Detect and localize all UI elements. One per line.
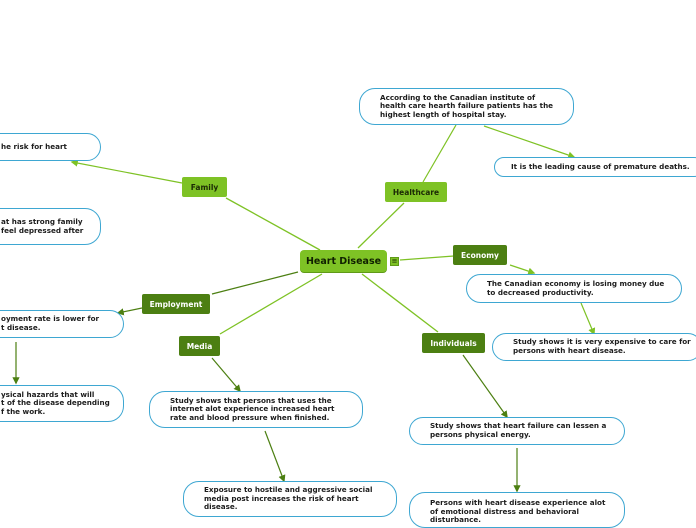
topic-employment[interactable]: Employment xyxy=(142,294,210,314)
subtopic-economy-expensive[interactable]: Study shows it is very expensive to care… xyxy=(492,333,696,361)
topic-healthcare[interactable]: Healthcare xyxy=(385,182,447,202)
edge-media-leaf2 xyxy=(264,430,286,483)
edge-economy-leaf1 xyxy=(509,264,536,275)
edge-center-media xyxy=(219,273,323,335)
edge-family-leaf1 xyxy=(70,159,183,184)
subtopic-text: Study shows it is very expensive to care… xyxy=(513,337,691,355)
edge-employment-leaf1 xyxy=(116,307,143,316)
subtopic-text: Study shows that persons that uses the i… xyxy=(170,395,335,422)
subtopic-media-hostile-posts[interactable]: Exposure to hostile and aggressive socia… xyxy=(183,481,397,517)
subtopic-individuals-energy[interactable]: Study shows that heart failure can lesse… xyxy=(409,417,625,445)
subtopic-media-internet[interactable]: Study shows that persons that uses the i… xyxy=(149,391,363,428)
subtopic-economy-productivity[interactable]: The Canadian economy is losing money due… xyxy=(466,274,682,303)
topic-economy[interactable]: Economy xyxy=(453,245,507,265)
subtopic-text: It is the leading cause of premature dea… xyxy=(511,161,690,171)
edge-healthcare-leaf2 xyxy=(483,125,576,159)
topic-individuals[interactable]: Individuals xyxy=(422,333,485,353)
subtopic-family-risk[interactable]: he risk for heart xyxy=(0,133,101,161)
edge-center-individuals xyxy=(361,273,439,333)
edge-center-economy xyxy=(399,255,455,261)
edge-center-healthcare xyxy=(357,202,405,249)
subtopic-text: The Canadian economy is losing money due… xyxy=(487,278,665,297)
subtopic-individuals-distress[interactable]: Persons with heart disease experience al… xyxy=(409,492,625,528)
subtopic-text: Persons with heart disease experience al… xyxy=(430,498,606,525)
subtopic-text: he risk for heart xyxy=(1,141,67,151)
subtopic-family-depressed[interactable]: at has strong family feel depressed afte… xyxy=(0,208,101,245)
topic-media[interactable]: Media xyxy=(179,336,220,356)
subtopic-healthcare-hospital-stay[interactable]: According to the Canadian institute of h… xyxy=(359,88,574,125)
central-topic[interactable]: Heart Disease xyxy=(300,250,387,272)
edge-individuals-leaf1 xyxy=(462,354,508,419)
subtopic-healthcare-premature-deaths[interactable]: It is the leading cause of premature dea… xyxy=(494,157,696,177)
subtopic-text: ysical hazards that will t of the diseas… xyxy=(1,389,110,416)
subtopic-employment-hazards[interactable]: ysical hazards that will t of the diseas… xyxy=(0,385,124,422)
edge-center-family xyxy=(225,197,321,251)
collapse-icon[interactable]: ≡ xyxy=(390,257,399,266)
edge-economy-leaf2 xyxy=(580,302,596,336)
subtopic-text: According to the Canadian institute of h… xyxy=(380,92,554,119)
topic-family[interactable]: Family xyxy=(182,177,227,197)
subtopic-employment-rate[interactable]: oyment rate is lower for t disease. xyxy=(0,310,124,338)
subtopic-text: at has strong family feel depressed afte… xyxy=(1,216,84,235)
edge-healthcare-leaf1 xyxy=(422,124,457,183)
edge-media-leaf1 xyxy=(211,357,241,393)
edge-center-employment xyxy=(211,271,299,295)
subtopic-text: Exposure to hostile and aggressive socia… xyxy=(204,485,373,512)
subtopic-text: Study shows that heart failure can lesse… xyxy=(430,421,607,439)
subtopic-text: oyment rate is lower for t disease. xyxy=(1,314,100,332)
